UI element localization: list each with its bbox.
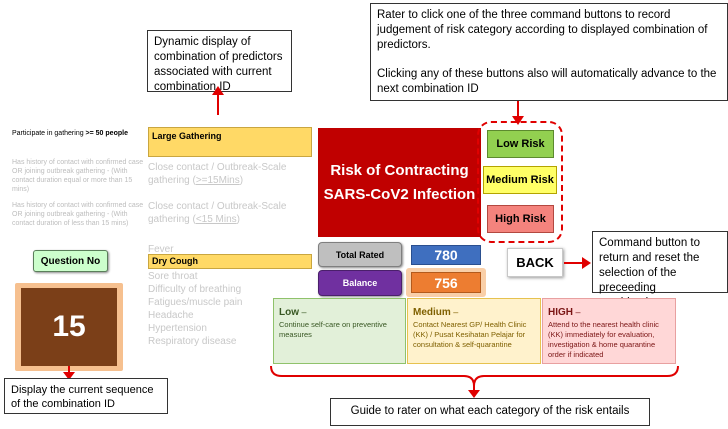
callout-predictors-text: Dynamic display of combination of predic… bbox=[154, 36, 283, 93]
callout-guide-text: Guide to rater on what each category of … bbox=[350, 405, 630, 417]
predictor-difficulty-breathing: Difficulty of breathing bbox=[148, 284, 242, 295]
predictor-respiratory-disease: Respiratory disease bbox=[148, 336, 237, 347]
callout-predictors: Dynamic display of combination of predic… bbox=[147, 30, 292, 93]
low-risk-button[interactable]: Low Risk bbox=[487, 130, 554, 158]
balance-value: 756 bbox=[411, 272, 481, 293]
arrow-line-predictors bbox=[217, 93, 219, 115]
callout-back: Command button to return and reset the s… bbox=[592, 231, 728, 309]
predictor-large-gathering-text: Large Gathering bbox=[152, 131, 222, 141]
guide-medium-text: Contact Nearest GP/ Health Clinic (KK) /… bbox=[413, 320, 527, 349]
question-no-value: 15 bbox=[21, 288, 117, 366]
predictor-close-contact-lt15-prefix: gathering ( bbox=[148, 214, 196, 225]
predictor-fatigue: Fatigues/muscle pain bbox=[148, 297, 243, 308]
predictor-hypertension: Hypertension bbox=[148, 323, 207, 334]
total-rated-label: Total Rated bbox=[318, 242, 402, 267]
predictor-close-contact-ge15-line1: Close contact / Outbreak-Scale bbox=[148, 162, 287, 173]
back-button-label: BACK bbox=[516, 255, 554, 270]
guide-medium-dash: – bbox=[450, 307, 459, 317]
balance-label-text: Balance bbox=[342, 278, 378, 288]
guide-medium: Medium – Contact Nearest GP/ Health Clin… bbox=[407, 298, 541, 364]
callout-rater: Rater to click one of the three command … bbox=[370, 3, 728, 101]
arrow-down-icon bbox=[512, 116, 524, 125]
predictor-sore-throat: Sore throat bbox=[148, 271, 198, 282]
guide-low-title: Low bbox=[279, 307, 299, 318]
guide-high-text: Attend to the nearest health clinic (KK)… bbox=[548, 320, 659, 359]
arrow-down-icon bbox=[63, 372, 75, 380]
callout-rater-text: Rater to click one of the three command … bbox=[377, 9, 708, 51]
callout-sequence: Display the current sequence of the comb… bbox=[4, 378, 168, 414]
arrow-line-guide bbox=[473, 383, 475, 393]
contact-question-lt15: Has history of contact with confirmed ca… bbox=[12, 202, 144, 227]
risk-panel-line1: Risk of Contracting bbox=[330, 161, 469, 179]
guide-low-dash: – bbox=[299, 307, 307, 317]
predictor-dry-cough-text: Dry Cough bbox=[152, 256, 198, 266]
guide-medium-title: Medium bbox=[413, 307, 451, 318]
predictor-headache: Headache bbox=[148, 310, 194, 321]
total-rated-label-text: Total Rated bbox=[335, 249, 385, 260]
high-risk-button-label: High Risk bbox=[495, 213, 546, 225]
arrow-right-icon bbox=[582, 257, 591, 269]
arrow-line-rater bbox=[517, 101, 519, 121]
predictor-close-contact-ge15: Close contact / Outbreak-Scale gathering… bbox=[148, 161, 313, 187]
predictor-close-contact-ge15-duration: >=15Mins bbox=[195, 175, 240, 186]
predictor-close-contact-lt15-line1: Close contact / Outbreak-Scale bbox=[148, 201, 287, 212]
contact-question-ge15: Has history of contact with confirmed ca… bbox=[12, 159, 144, 193]
predictor-close-contact-lt15-suffix: ) bbox=[236, 214, 241, 225]
predictor-close-contact-ge15-suffix: ) bbox=[239, 175, 244, 186]
question-no-label-text: Question No bbox=[40, 255, 101, 267]
arrow-line-back bbox=[564, 262, 584, 264]
guide-high-title: HIGH bbox=[548, 307, 573, 318]
predictor-fever: Fever bbox=[148, 244, 174, 255]
guide-high: HIGH – Attend to the nearest health clin… bbox=[542, 298, 676, 364]
gathering-question-bold: >= 50 people bbox=[85, 130, 128, 137]
arrow-up-icon bbox=[212, 86, 224, 95]
balance-label: Balance bbox=[318, 270, 402, 296]
medium-risk-button-label: Medium Risk bbox=[486, 174, 554, 186]
guide-high-dash: – bbox=[573, 307, 581, 317]
risk-panel-line2: SARS-CoV2 Infection bbox=[323, 185, 476, 203]
question-no-label: Question No bbox=[33, 250, 108, 272]
guide-low-text: Continue self-care on preventive measure… bbox=[279, 320, 387, 339]
predictor-close-contact-lt15-duration: <15 Mins bbox=[195, 214, 237, 225]
gathering-question-prefix: Participate in gathering bbox=[12, 130, 86, 137]
callout-guide: Guide to rater on what each category of … bbox=[330, 398, 650, 426]
balance-value-text: 756 bbox=[434, 274, 458, 291]
predictor-close-contact-ge15-prefix: gathering ( bbox=[148, 175, 196, 186]
arrow-down-icon bbox=[468, 390, 480, 398]
callout-sequence-text: Display the current sequence of the comb… bbox=[11, 384, 154, 410]
total-rated-value: 780 bbox=[411, 245, 481, 265]
predictor-large-gathering: Large Gathering bbox=[148, 127, 312, 157]
arrow-line-sequence bbox=[68, 366, 70, 377]
medium-risk-button[interactable]: Medium Risk bbox=[483, 166, 557, 194]
predictor-dry-cough: Dry Cough bbox=[148, 254, 312, 269]
high-risk-button[interactable]: High Risk bbox=[487, 205, 554, 233]
gathering-question: Participate in gathering >= 50 people bbox=[12, 129, 147, 138]
question-no-value-text: 15 bbox=[52, 310, 86, 343]
low-risk-button-label: Low Risk bbox=[496, 138, 545, 150]
risk-buttons-group bbox=[477, 121, 563, 243]
predictor-close-contact-lt15: Close contact / Outbreak-Scale gathering… bbox=[148, 200, 313, 226]
total-rated-value-text: 780 bbox=[434, 247, 458, 263]
back-button[interactable]: BACK bbox=[507, 248, 563, 277]
guide-low: Low – Continue self-care on preventive m… bbox=[273, 298, 406, 364]
callout-rater-advance-text: Clicking any of these buttons also will … bbox=[377, 68, 717, 95]
risk-panel: Risk of Contracting SARS-CoV2 Infection bbox=[318, 128, 481, 237]
